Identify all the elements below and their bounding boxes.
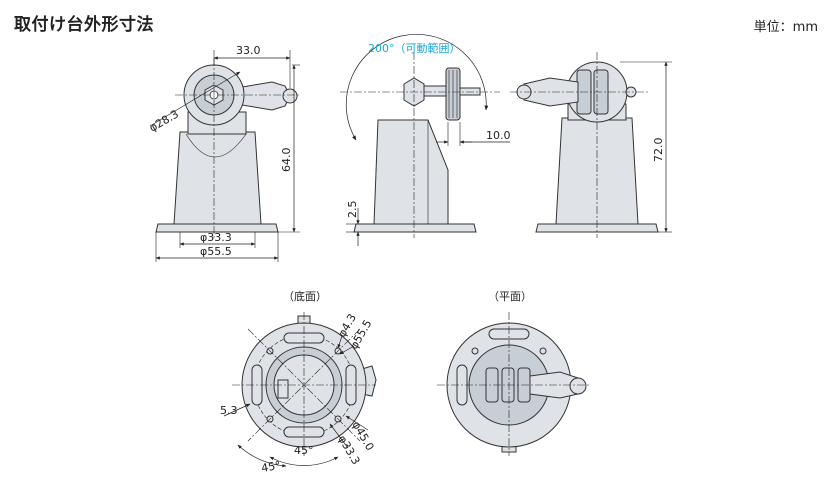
dim-angle-45-a: 45°	[294, 444, 314, 457]
dim-slot-5-3: 5.3	[220, 404, 238, 417]
dim-rotation-range: 200°（可動範囲）	[368, 41, 461, 55]
bottom-view-label: （底面）	[283, 289, 327, 303]
side-view: 200°（可動範囲） 10.0 2.5	[340, 34, 511, 246]
bottom-view: （底面） φ4.3 φ55.5 5.3 φ45.0	[220, 289, 377, 475]
dim-base-2-5: 2.5	[346, 201, 359, 219]
rear-view: 72.0	[510, 52, 672, 238]
page-title: 取付け台外形寸法	[14, 15, 154, 35]
dim-dia-28-3: φ28.3	[147, 107, 181, 134]
top-view-label: （平面）	[488, 290, 532, 303]
dim-height-64: 64.0	[280, 148, 293, 173]
dim-dia-33-3: φ33.3	[200, 231, 232, 244]
top-view: （平面）	[437, 290, 590, 456]
dim-width-33: 33.0	[236, 44, 261, 57]
front-view: 33.0 φ28.3 64.0 φ33.3 φ55.5	[147, 44, 300, 262]
dim-dia-55-5: φ55.5	[200, 245, 232, 258]
dim-height-72: 72.0	[652, 138, 665, 163]
unit-label: 単位：mm	[753, 20, 818, 35]
dim-offset-10: 10.0	[486, 129, 511, 142]
dim-angle-45-b: 45°	[260, 459, 281, 475]
